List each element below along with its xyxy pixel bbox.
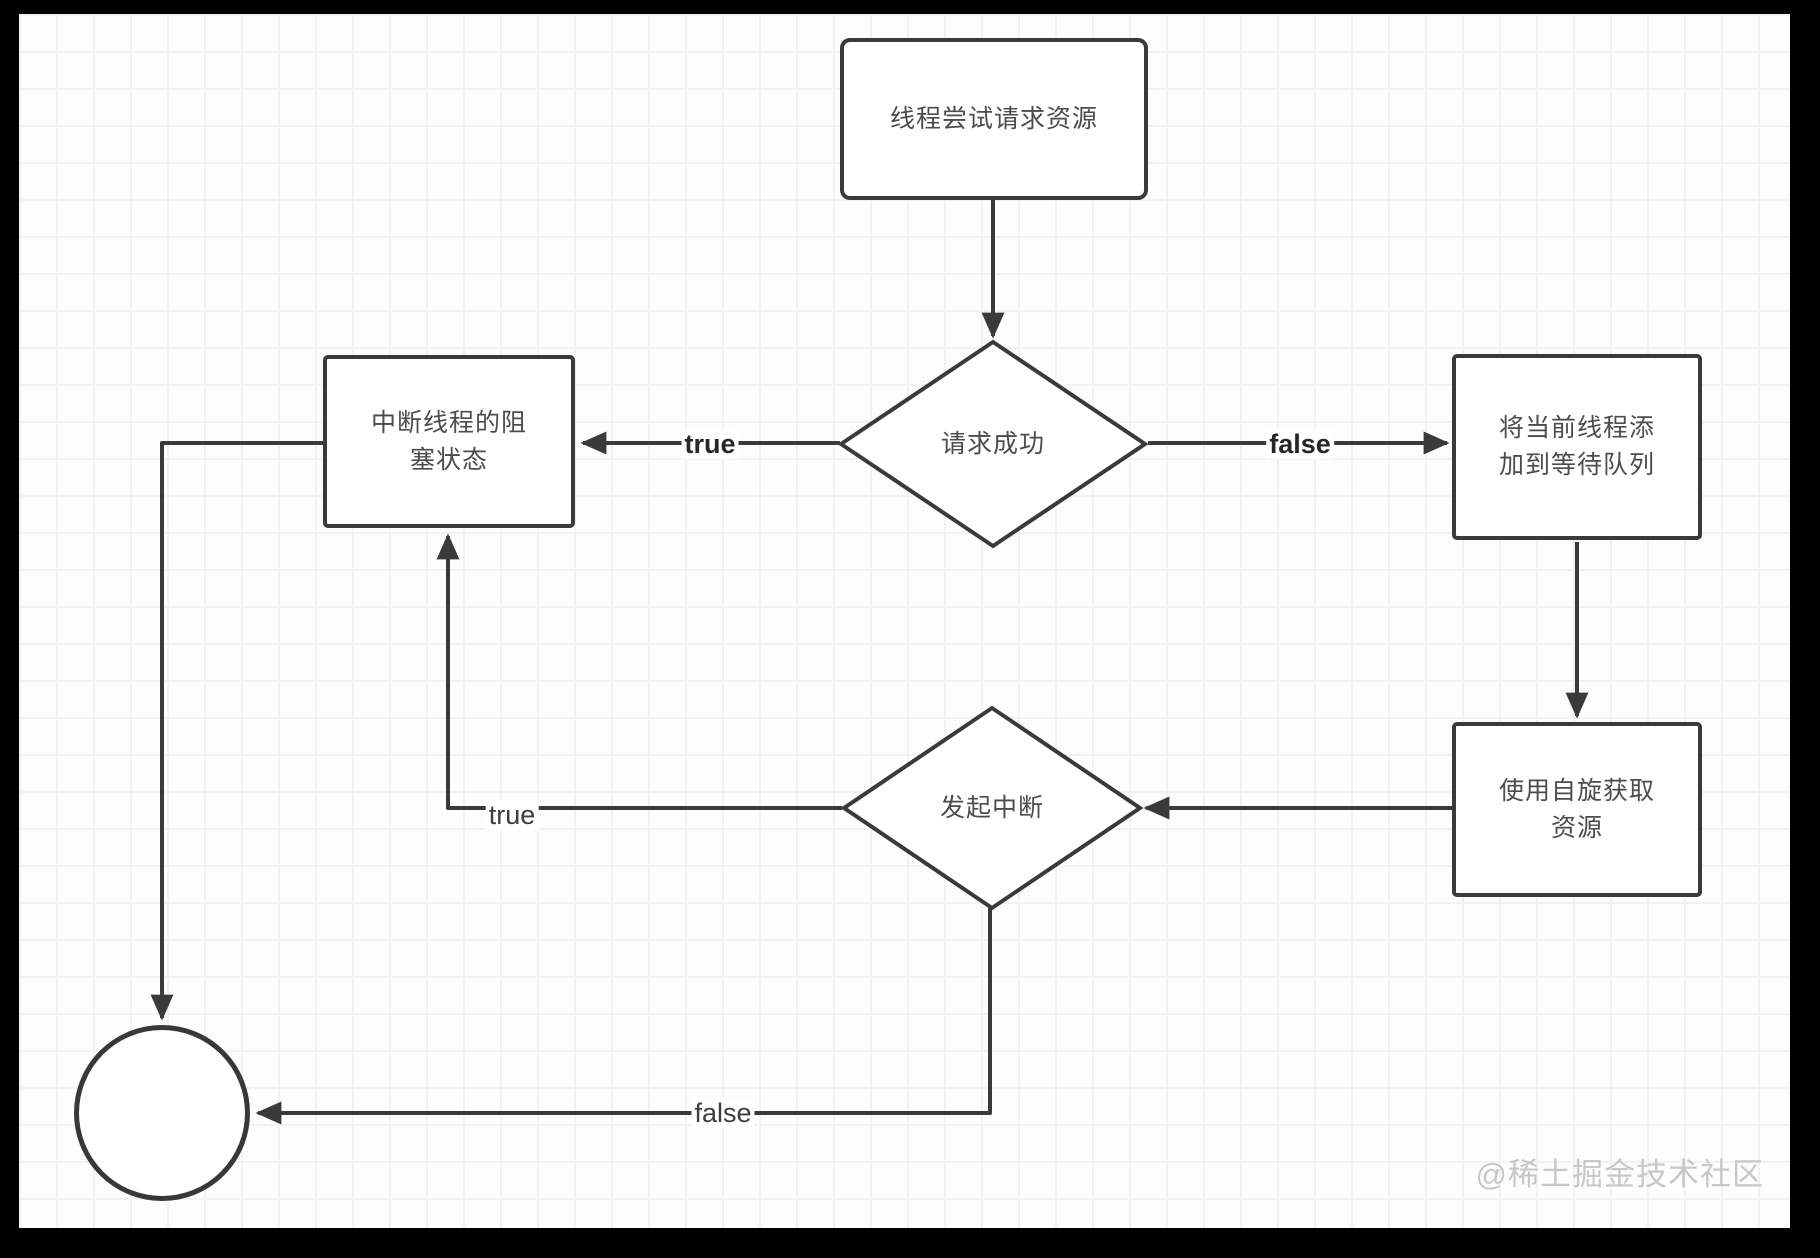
edge-label-true-top: true [681,429,739,459]
start-node: 线程尝试请求资源 [840,38,1148,200]
start-node-label: 线程尝试请求资源 [889,104,1098,133]
decision-initiate-interrupt-label: 发起中断 [939,793,1044,822]
diamond-shape [838,339,1148,549]
decision-request-success-label: 请求成功 [940,429,1045,458]
edge-label-false-top: false [1266,429,1334,459]
juejin-watermark: @稀土掘金技术社区 [1475,1157,1764,1192]
edge-interrupt-true-to-state [436,533,842,810]
edge-state-to-end [150,441,323,1021]
decision-initiate-interrupt: 发起中断 [840,704,1144,912]
add-to-wait-queue-label: 将当前线程添 加到等待队列 [1498,414,1655,479]
interrupt-state-label: 中断线程的阻 塞状态 [370,408,527,474]
add-to-wait-queue-node: 将当前线程添 加到等待队列 [1452,354,1702,540]
spin-acquire-label: 使用自旋获取 资源 [1498,776,1655,842]
edge-label-false-bottom: false [691,1098,755,1128]
end-node [74,1025,250,1201]
connectors-layer [150,200,1589,1125]
edge-interrupt-false-to-end [255,908,992,1125]
diagram-canvas: 线程尝试请求资源 请求成功 中断线程的阻 塞状态 将当前线程添 加到等待队列 使… [19,14,1790,1228]
spin-acquire-node: 使用自旋获取 资源 [1452,722,1702,897]
decision-request-success: 请求成功 [838,339,1148,549]
diamond-shape [840,705,1144,911]
edge-label-true-middle: true [485,800,539,830]
interrupt-state-node: 中断线程的阻 塞状态 [323,355,575,528]
